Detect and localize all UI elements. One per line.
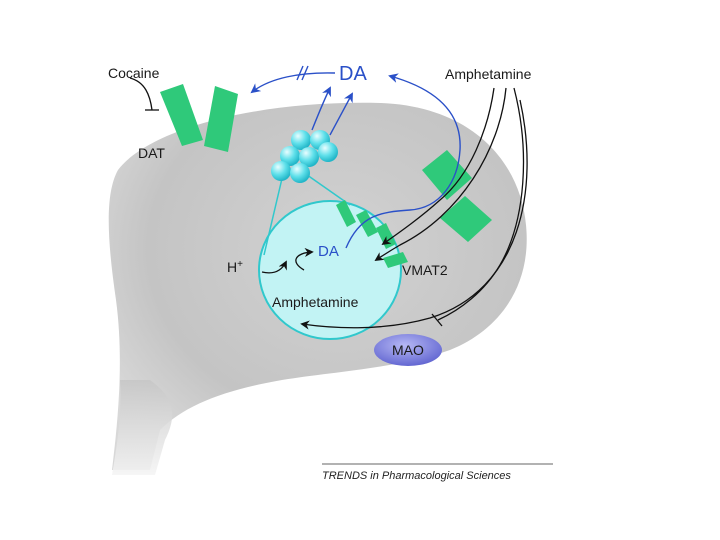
vesicle-bead <box>290 163 310 183</box>
axon-stem <box>112 380 173 475</box>
vesicle-bead <box>280 146 300 166</box>
da-extracellular-label: DA <box>339 63 367 85</box>
tether-line <box>263 169 285 256</box>
vesicle-bead <box>271 161 291 181</box>
mao-label: MAO <box>392 342 424 358</box>
da-vesicle-label: DA <box>318 243 339 260</box>
da-reverse-transport-arrow <box>345 73 461 249</box>
dat-transporter-right <box>422 150 492 242</box>
amph-to-da-arrow <box>295 247 314 271</box>
synaptic-vesicle <box>258 200 402 340</box>
efflux-arrow <box>329 92 353 136</box>
amph-vesicle-arrow <box>300 99 528 330</box>
amphetamine-top-label: Amphetamine <box>445 66 532 82</box>
dat-subunit <box>204 86 238 152</box>
h-plus-label: H+ <box>227 259 243 275</box>
h-plus-superscript: + <box>237 259 243 270</box>
amph-mao-arrow <box>437 87 525 321</box>
h-plus-base: H <box>227 259 237 275</box>
amph-vmat2-arrow <box>374 87 507 262</box>
vmat2-label: VMAT2 <box>402 262 448 278</box>
vesicle-bead <box>299 147 319 167</box>
amphetamine-arrows <box>129 77 528 330</box>
amph-entry-arrow <box>381 87 495 246</box>
mao-enzyme <box>374 334 442 366</box>
dopamine-efflux-arrows <box>250 72 461 249</box>
amphetamine-vesicle-label: Amphetamine <box>272 294 359 310</box>
block-mark <box>296 65 309 81</box>
vmat2-subunit <box>383 252 408 268</box>
credit-journal: TRENDS <box>322 470 368 482</box>
dat-subunit <box>440 196 492 242</box>
credit-rest: in Pharmacological Sciences <box>367 470 511 482</box>
proton-arrow <box>261 260 287 274</box>
dat-label: DAT <box>138 145 165 161</box>
vmat2-transporter <box>336 200 408 268</box>
cocaine-label: Cocaine <box>108 65 160 81</box>
h-plus-text: H+ <box>227 259 243 275</box>
dat-transporter <box>160 84 238 152</box>
efflux-arrow <box>311 86 331 131</box>
cocaine-inhibition-line <box>129 77 153 111</box>
vesicle-bead <box>318 142 338 162</box>
blocked-reuptake-arrow <box>250 72 336 94</box>
vmat2-subunit <box>356 210 378 237</box>
dat-subunit <box>160 84 203 146</box>
vmat2-subunit <box>336 200 356 227</box>
vesicle-cluster <box>271 130 338 183</box>
mao-inhibition-bar <box>431 313 443 327</box>
journal-credit: TRENDS in Pharmacological Sciences <box>322 470 511 482</box>
dat-subunit <box>422 150 472 200</box>
vesicle-bead <box>291 130 311 150</box>
